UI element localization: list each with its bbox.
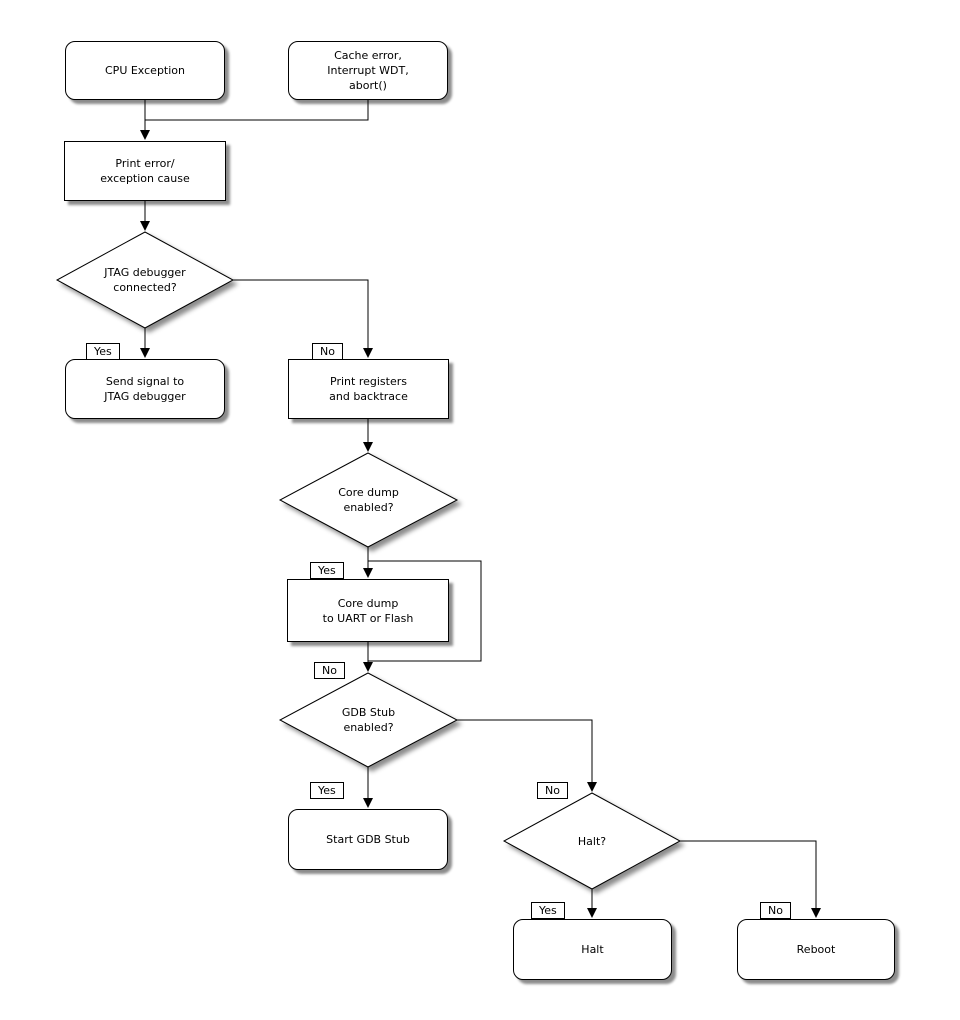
node-start-gdb-stub: Start GDB Stub [288,809,448,870]
edge-label-core-dump-yes: Yes [310,562,344,579]
edge-label-core-dump-no: No [314,662,345,679]
connector-cache-to-merge [145,100,369,121]
edge-label-halt-yes: Yes [531,902,565,919]
edge-label-gdb-no: No [537,782,568,799]
decision-halt-shape [502,792,682,890]
decision-jtag-connected-shape [55,231,235,329]
connector-halt-no [680,840,821,918]
node-print-registers: Print registers and backtrace [288,359,449,419]
node-cpu-exception: CPU Exception [65,41,225,100]
connector-gdb-no [457,719,597,792]
node-core-dump: Core dump to UART or Flash [287,579,449,642]
edge-label-gdb-yes: Yes [310,782,344,799]
node-send-signal: Send signal to JTAG debugger [65,359,225,419]
node-halt: Halt [513,919,672,980]
edge-label-halt-no: No [760,902,791,919]
decision-core-dump-enabled-shape [278,452,459,548]
node-reboot: Reboot [737,919,895,980]
node-print-error: Print error/ exception cause [64,141,226,201]
edge-label-jtag-yes: Yes [86,343,120,360]
edge-label-jtag-no: No [312,343,343,360]
connector-coredump-no-bypass [368,560,482,662]
connector-jtag-no [233,279,373,358]
decision-gdb-stub-enabled-shape [278,672,459,768]
node-cache-error: Cache error, Interrupt WDT, abort() [288,41,448,100]
